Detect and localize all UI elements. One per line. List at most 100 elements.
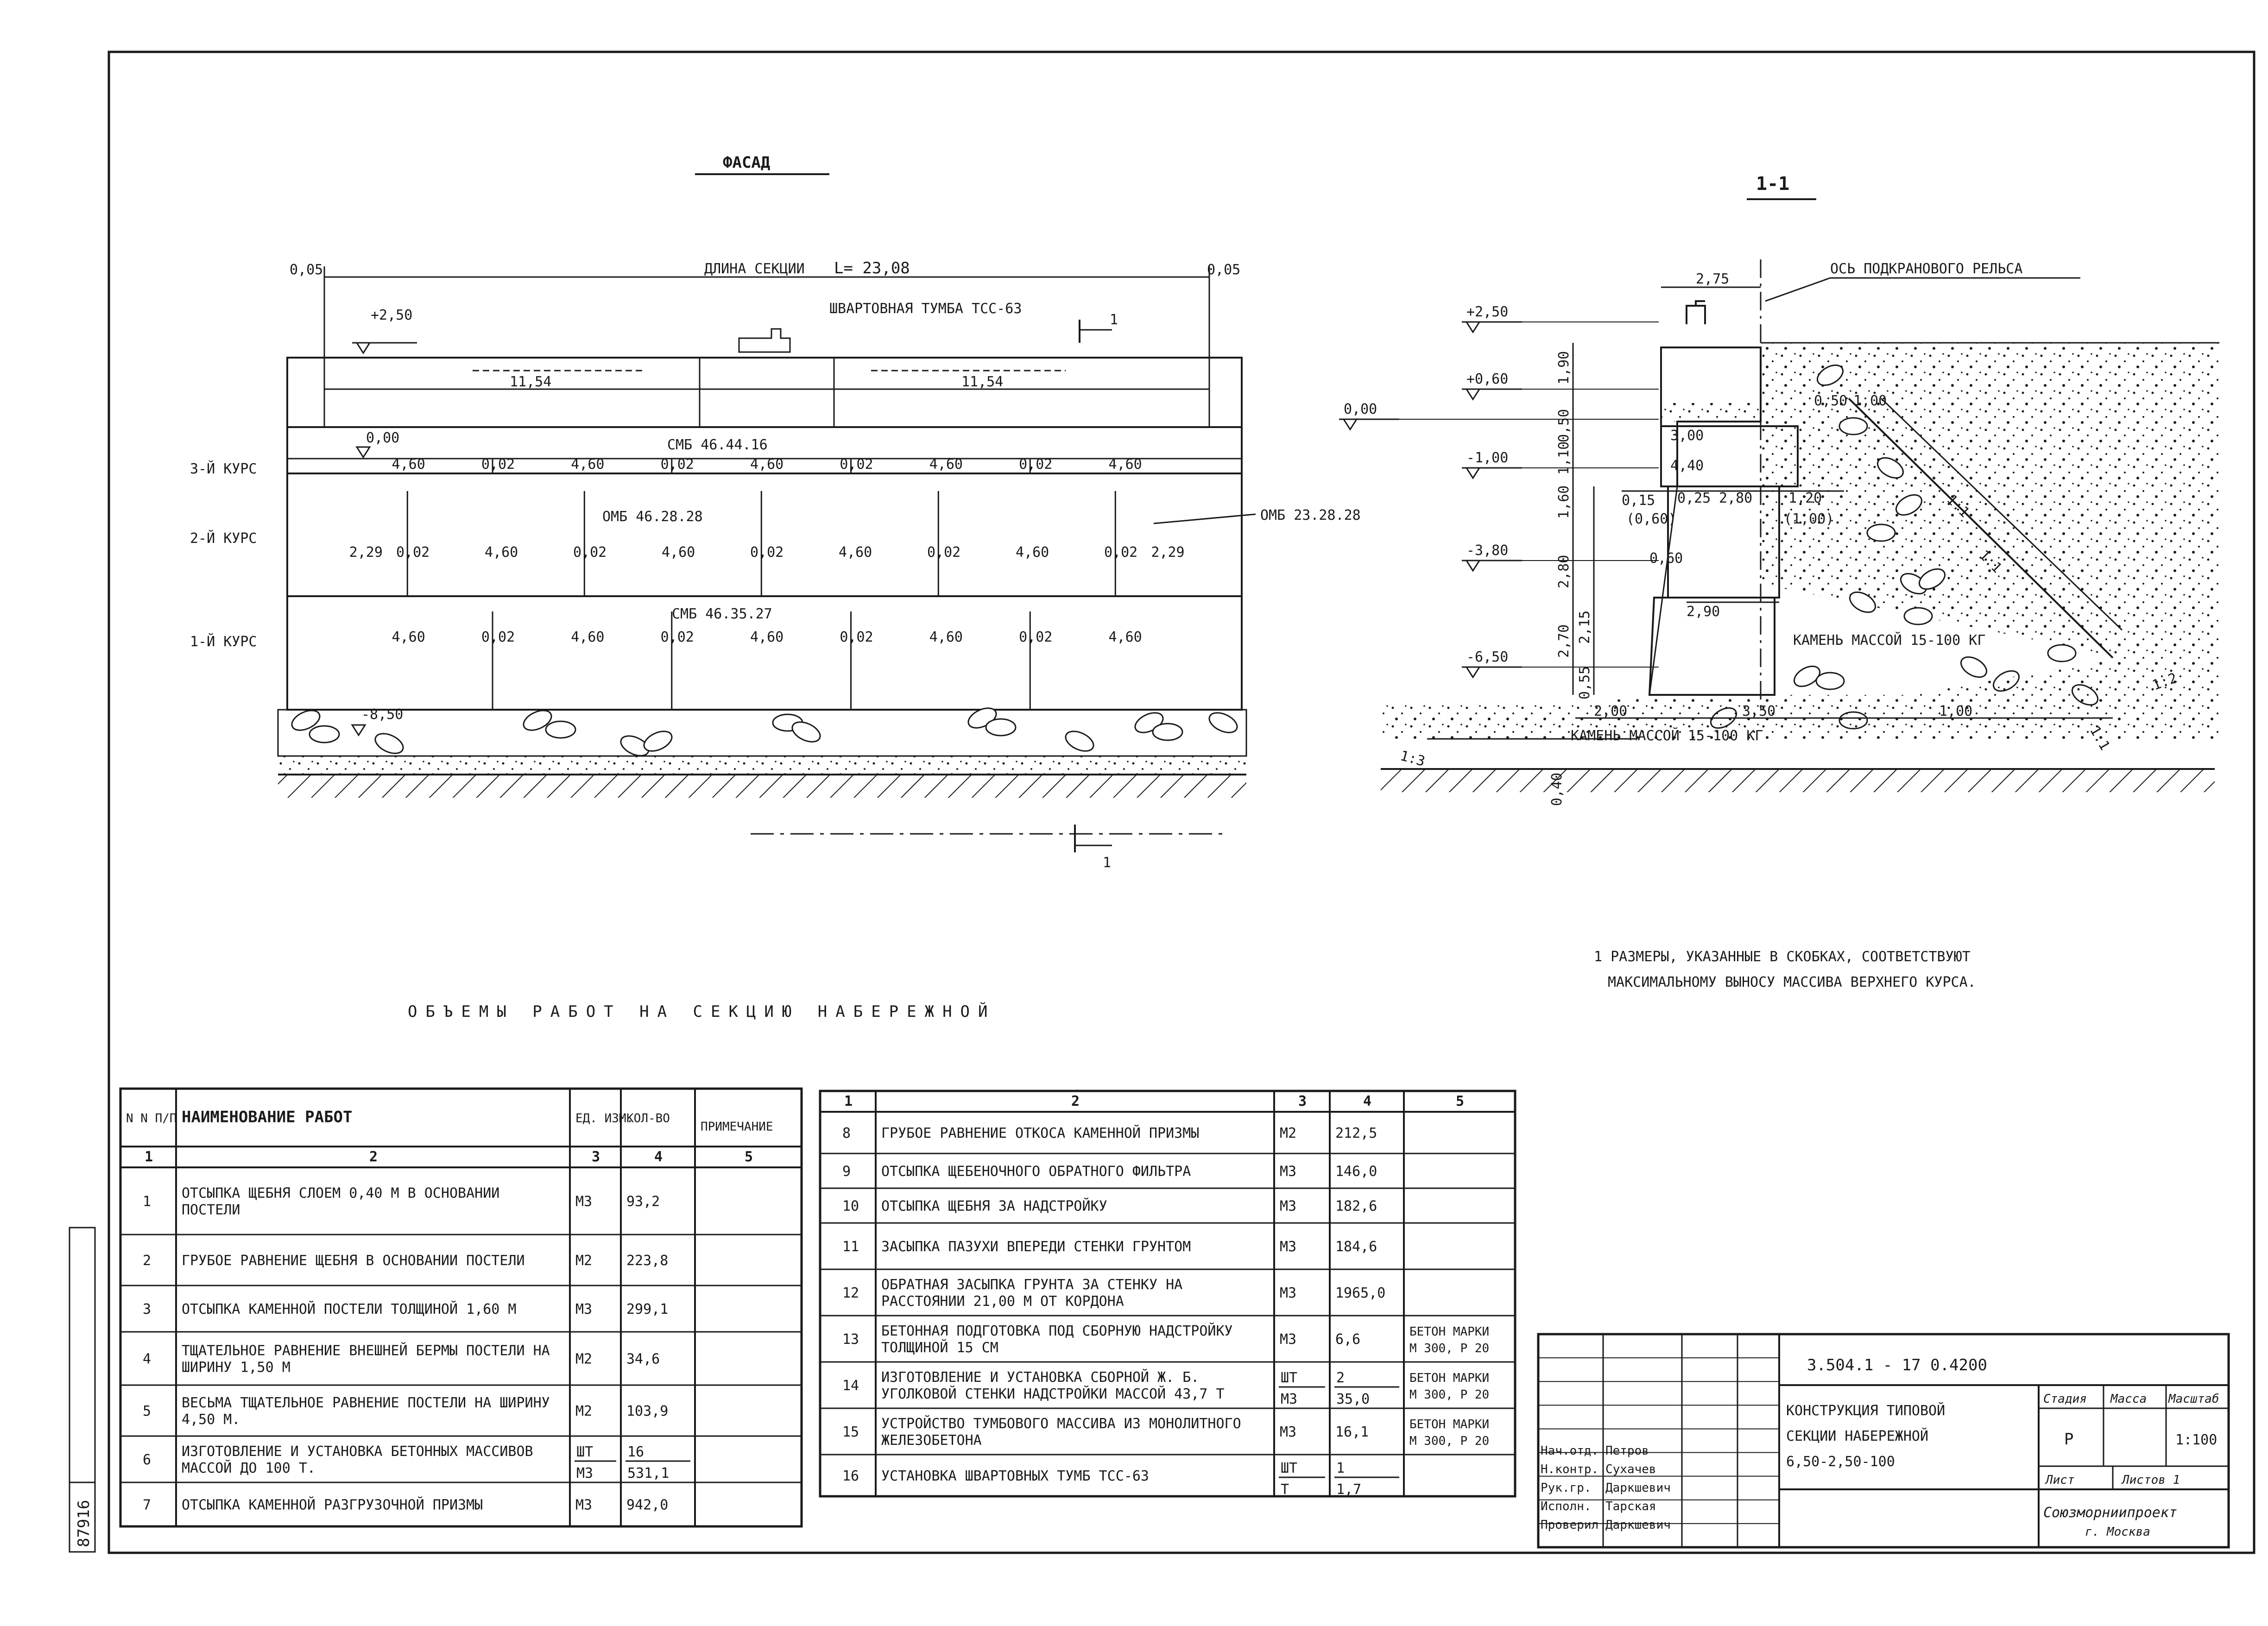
tb-role: Н.контр. xyxy=(1541,1462,1598,1476)
course-dim: 0,02 xyxy=(840,456,873,473)
note-line2: МАКСИМАЛЬНОМУ ВЫНОСУ МАССИВА ВЕРХНЕГО КУ… xyxy=(1608,974,1976,990)
stone xyxy=(1152,723,1183,741)
stone xyxy=(1919,568,1946,590)
stone xyxy=(2047,644,2077,662)
stone xyxy=(291,710,321,731)
section-dim: 1,20 xyxy=(1788,490,1822,506)
table-cell: 212,5 xyxy=(1335,1125,1377,1141)
course-dim: 4,60 xyxy=(929,629,963,645)
table-cell: 1965,0 xyxy=(1335,1285,1385,1301)
stone xyxy=(1877,457,1904,479)
tb-signer: Тарская xyxy=(1605,1500,1656,1513)
table-cell: М3 xyxy=(1280,1198,1296,1215)
note-line1: 1 РАЗМЕРЫ, УКАЗАННЫЕ В СКОБКАХ, СООТВЕТС… xyxy=(1594,949,1971,965)
base-dim: 1,00 xyxy=(1939,703,1972,719)
section-elev: -3,80 xyxy=(1466,542,1508,559)
facade-stones xyxy=(291,707,1238,756)
course-dim: 2,29 xyxy=(349,544,383,561)
section-view: 1-1 ОСЬ ПОДКРАНОВОГО РЕЛЬСА 2,75 +2,50+0… xyxy=(1339,173,2219,806)
archive-strip: 87916 xyxy=(69,1227,96,1553)
table-cell: 2 xyxy=(1336,1370,1345,1386)
table-cell: ШИРИНУ 1,50 М xyxy=(182,1360,291,1376)
table-cell: БЕТОН МАРКИ xyxy=(1409,1418,1489,1431)
table-cell: 10 xyxy=(842,1198,859,1215)
section-length-label: ДЛИНА СЕКЦИИ xyxy=(704,261,805,277)
archive-number: 87916 xyxy=(75,1500,93,1547)
table-cell: ЖЕЛЕЗОБЕТОНА xyxy=(881,1432,982,1449)
stone xyxy=(791,721,821,743)
table-cell: 299,1 xyxy=(626,1301,668,1317)
table-cell: М2 xyxy=(1280,1125,1296,1141)
table-cell: ОБРАТНАЯ ЗАСЫПКА ГРУНТА ЗА СТЕНКУ НА xyxy=(881,1277,1182,1293)
tb-role: Рук.гр. xyxy=(1541,1481,1592,1495)
course-dim: 4,60 xyxy=(929,456,963,473)
base-dim: 3,50 xyxy=(1742,703,1775,719)
section-elev: 0,00 xyxy=(1344,401,1377,417)
bollard-section-icon xyxy=(1686,300,1706,324)
section-height: 2,15 xyxy=(1577,611,1593,644)
course2-block: ОМБ 46.28.28 xyxy=(602,509,703,525)
table-cell: 6,6 xyxy=(1335,1331,1360,1348)
section-elev: -6,50 xyxy=(1466,649,1508,665)
stone xyxy=(374,733,404,754)
course3-label: 3-Й КУРС xyxy=(190,460,257,477)
table-cell: ПОСТЕЛИ xyxy=(182,1202,240,1218)
col-number: 2 xyxy=(1071,1093,1080,1109)
table-cell: Т xyxy=(1281,1481,1289,1498)
section-height: 0,55 xyxy=(1577,666,1593,700)
section-height: 0,50 xyxy=(1556,409,1572,442)
facade-ground xyxy=(278,775,1246,798)
course-dim: 0,02 xyxy=(573,544,606,561)
table-cell: 9 xyxy=(842,1164,851,1180)
section-dim: 0,25 xyxy=(1677,490,1711,506)
stone xyxy=(1866,523,1896,542)
tb-signer: Даркшевич xyxy=(1605,1481,1671,1495)
course-dim: 4,60 xyxy=(392,456,425,473)
table-cell: БЕТОН МАРКИ xyxy=(1409,1325,1489,1339)
section-dim: 2,80 xyxy=(1719,490,1752,506)
stone xyxy=(1895,494,1922,516)
stone xyxy=(643,731,673,752)
stone xyxy=(1849,591,1876,613)
table-cell: БЕТОННАЯ ПОДГОТОВКА ПОД СБОРНУЮ НАДСТРОЙ… xyxy=(881,1323,1233,1339)
col-number: 4 xyxy=(1363,1093,1371,1109)
table-cell: М3 xyxy=(1280,1331,1296,1348)
tb-role: Проверил xyxy=(1541,1518,1598,1532)
section-elev: -1,00 xyxy=(1466,450,1508,466)
table-cell: 1 xyxy=(143,1194,151,1210)
table-cell: 3 xyxy=(143,1301,151,1317)
table-header: ПРИМЕЧАНИЕ xyxy=(701,1120,773,1134)
course-dim: 4,60 xyxy=(839,544,872,561)
base-dim: 2,00 xyxy=(1594,703,1627,719)
col-number: 1 xyxy=(145,1149,153,1165)
table-cell: ОТСЫПКА КАМЕННОЙ ПОСТЕЛИ ТОЛЩИНОЙ 1,60 М xyxy=(182,1301,516,1317)
facade-title: ФАСАД xyxy=(723,153,770,172)
table-header: N N П/П xyxy=(126,1112,177,1126)
section-dim: (0,60) xyxy=(1626,511,1676,527)
course-dim: 4,60 xyxy=(571,456,604,473)
table-cell: М3 xyxy=(1280,1424,1296,1440)
section-bed xyxy=(1381,658,2219,741)
backfill xyxy=(1761,343,2219,686)
table-cell: 34,6 xyxy=(626,1351,660,1368)
course-dim: 0,02 xyxy=(927,544,960,561)
tb-org1: Союзморниипроект xyxy=(2043,1505,2177,1521)
stone xyxy=(1903,607,1933,625)
col-number: 5 xyxy=(745,1149,753,1165)
stone xyxy=(1794,665,1820,687)
course-dim: 0,02 xyxy=(840,629,873,645)
table-cell: 531,1 xyxy=(627,1465,669,1481)
table-cell: 14 xyxy=(842,1378,859,1394)
table-cell: ОТСЫПКА ЩЕБНЯ ЗА НАДСТРОЙКУ xyxy=(881,1198,1107,1215)
section-height: 1,10 xyxy=(1556,441,1572,475)
table-cell: М 300, Р 20 xyxy=(1409,1434,1489,1448)
course-dim: 0,02 xyxy=(396,544,430,561)
table-cell: ИЗГОТОВЛЕНИЕ И УСТАНОВКА БЕТОННЫХ МАССИВ… xyxy=(182,1443,533,1460)
col-number: 4 xyxy=(654,1149,663,1165)
section-dim: 0,60 xyxy=(1649,550,1683,567)
table-cell: 12 xyxy=(842,1285,859,1301)
stone xyxy=(1838,417,1868,435)
tb-signatures: Нач.отд.ПетровН.контр.СухачевРук.гр.Дарк… xyxy=(1538,1334,1779,1548)
